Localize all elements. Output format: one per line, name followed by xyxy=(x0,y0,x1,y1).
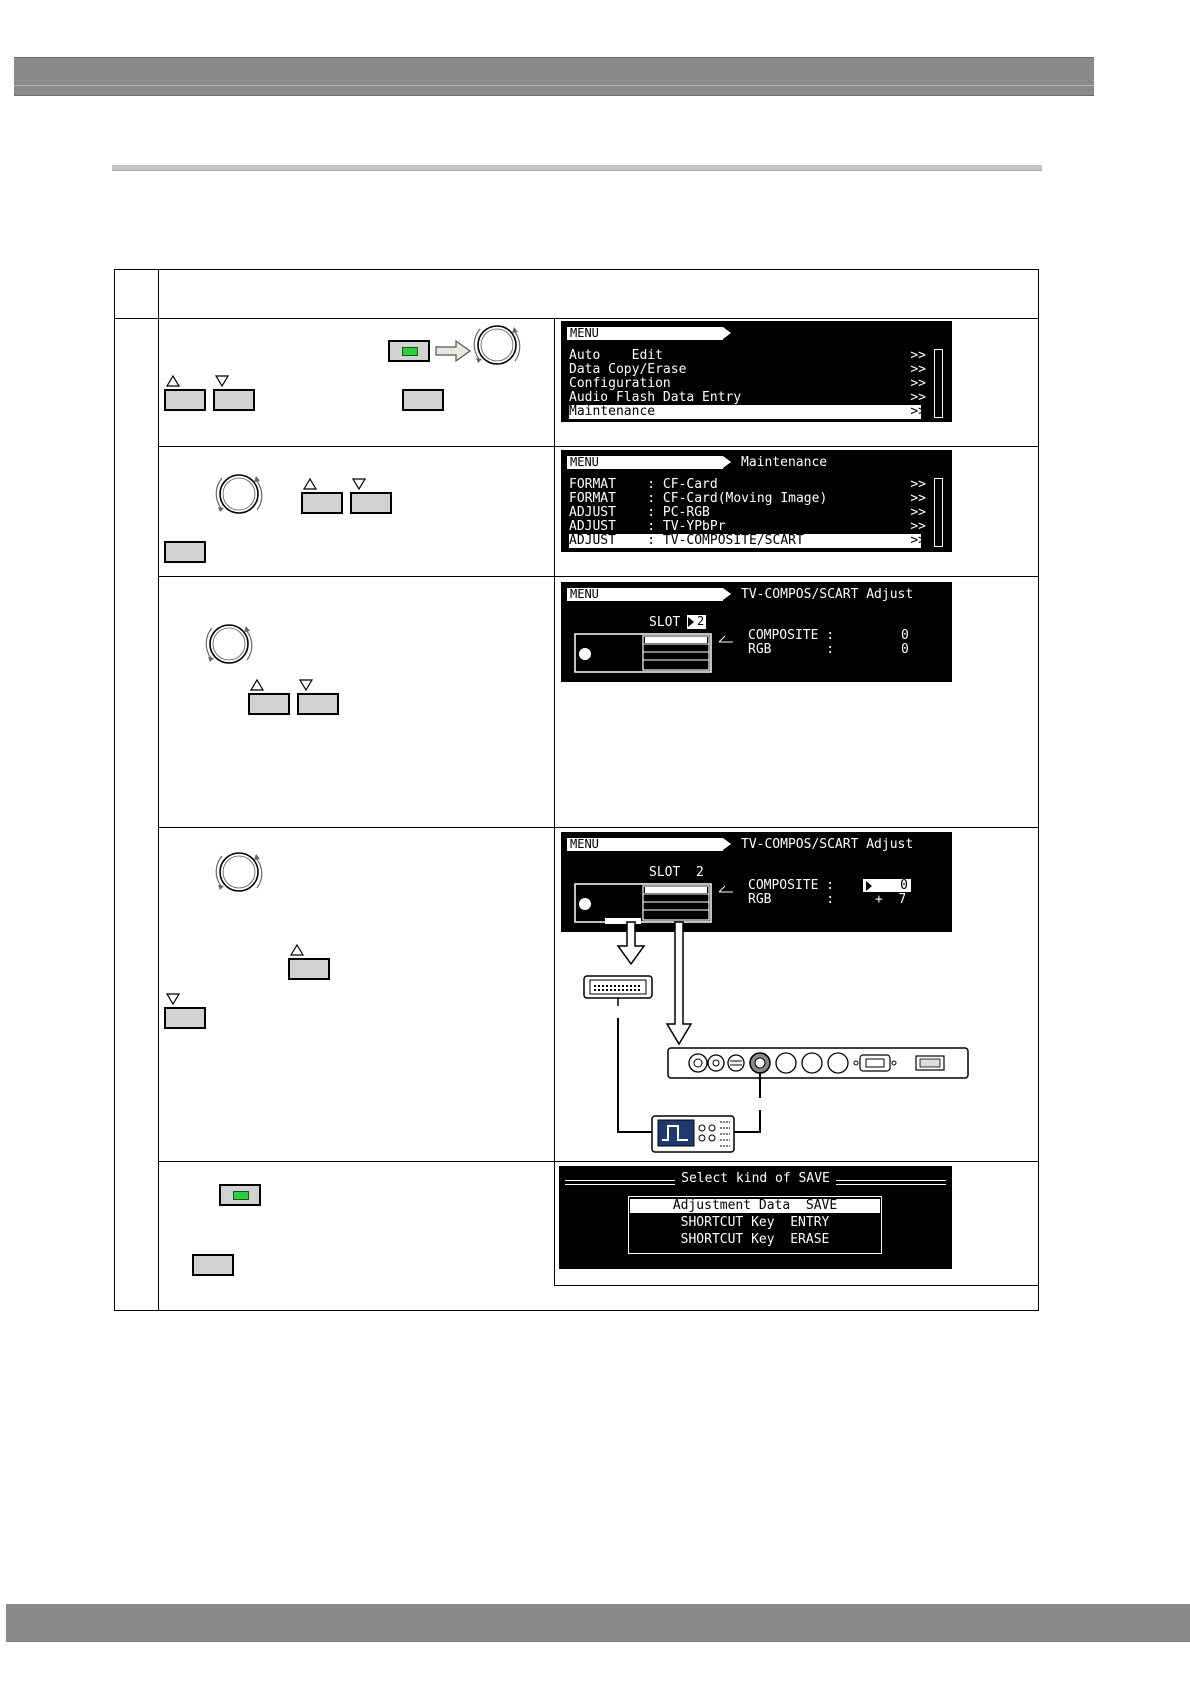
lcd-maintenance-menu: MENU Maintenance FORMAT : CF-Card FORMAT… xyxy=(561,450,952,552)
scrollbar xyxy=(934,349,943,418)
menu-row: FORMAT : CF-Card xyxy=(569,477,718,492)
menu-header: MENU xyxy=(567,327,731,340)
save-option-selected[interactable]: Adjustment Data SAVE xyxy=(630,1199,880,1213)
menu-row: ADJUST : PC-RGB xyxy=(569,505,710,520)
menu-row: Configuration xyxy=(569,376,671,391)
composite-label: COMPOSITE : xyxy=(748,628,835,643)
scrollbar xyxy=(934,478,943,547)
menu-key[interactable] xyxy=(219,1184,261,1206)
table-row-divider xyxy=(158,576,1039,577)
composite-label: COMPOSITE : xyxy=(748,878,835,893)
table-row-divider xyxy=(554,1285,1039,1286)
set-key[interactable] xyxy=(402,389,444,411)
rotary-knob-icon[interactable] xyxy=(213,468,265,520)
table-screen-divider xyxy=(554,318,555,1285)
submenu-arrow: >> xyxy=(910,404,926,419)
up-arrow-icon xyxy=(166,375,180,387)
composite-value-cursor: 0 xyxy=(863,879,911,892)
submenu-arrow: >> xyxy=(910,505,926,520)
submenu-arrow: >> xyxy=(910,519,926,534)
down-key[interactable] xyxy=(164,1007,206,1029)
down-arrow-icon xyxy=(352,478,366,490)
up-arrow-icon xyxy=(250,679,264,691)
rgb-value: 0 xyxy=(901,642,909,657)
menu-row: Audio Flash Data Entry xyxy=(569,390,742,405)
lcd-save-dialog: Select kind of SAVE Adjustment Data SAVE… xyxy=(559,1166,952,1269)
menu-header: MENU xyxy=(567,838,731,851)
lcd-adjust-screen: MENU TV-COMPOS/SCART Adjust SLOT 2 COMPO… xyxy=(561,582,952,682)
up-key[interactable] xyxy=(288,958,330,980)
header-bar xyxy=(14,57,1094,96)
table-row-divider xyxy=(158,827,1039,828)
submenu-arrow: >> xyxy=(910,390,926,405)
down-key[interactable] xyxy=(350,492,392,514)
menu-header: MENU xyxy=(567,588,731,601)
connection-diagram xyxy=(583,921,969,1153)
set-key[interactable] xyxy=(164,541,206,563)
screen-title: Maintenance xyxy=(741,455,828,470)
submenu-arrow: >> xyxy=(910,533,926,548)
up-key[interactable] xyxy=(301,492,343,514)
slot-label: SLOT xyxy=(649,615,681,630)
save-options-box: Adjustment Data SAVE SHORTCUT Key ENTRY … xyxy=(628,1196,882,1254)
save-option[interactable]: SHORTCUT Key ERASE xyxy=(680,1232,830,1247)
table-row-divider xyxy=(158,1161,1039,1162)
menu-row: FORMAT : CF-Card(Moving Image) xyxy=(569,491,828,506)
menu-row-selected: Maintenance xyxy=(569,405,921,419)
screen-title: TV-COMPOS/SCART Adjust xyxy=(741,837,914,852)
submenu-arrow: >> xyxy=(910,362,926,377)
dialog-title-wrap: Select kind of SAVE xyxy=(561,1171,950,1186)
unit-chassis-icon xyxy=(574,883,733,924)
arrow-right-icon xyxy=(435,339,472,363)
screen-title: TV-COMPOS/SCART Adjust xyxy=(741,587,914,602)
lcd-main-menu: MENU Auto Edit Data Copy/Erase Configura… xyxy=(561,321,952,422)
menu-header: MENU xyxy=(567,456,731,469)
rotary-knob-icon[interactable] xyxy=(471,319,523,371)
slot-label: SLOT 2 xyxy=(649,865,704,880)
submenu-arrow: >> xyxy=(910,477,926,492)
submenu-arrow: >> xyxy=(910,348,926,363)
down-arrow-icon xyxy=(166,993,180,1005)
down-key[interactable] xyxy=(213,389,255,411)
table-row-divider xyxy=(114,318,1039,319)
unit-chassis-icon xyxy=(574,633,733,673)
rotary-knob-icon[interactable] xyxy=(213,846,265,898)
down-arrow-icon xyxy=(299,679,313,691)
up-key[interactable] xyxy=(164,389,206,411)
menu-row: ADJUST : TV-YPbPr xyxy=(569,519,726,534)
table-column-divider xyxy=(158,269,159,1311)
submenu-arrow: >> xyxy=(910,376,926,391)
rgb-value: + 7 xyxy=(875,892,907,907)
up-arrow-icon xyxy=(303,478,317,490)
down-key[interactable] xyxy=(297,693,339,715)
rgb-label: RGB : xyxy=(748,892,835,907)
menu-key[interactable] xyxy=(388,340,430,362)
slot-value: 2 xyxy=(687,614,707,629)
up-key[interactable] xyxy=(248,693,290,715)
menu-row-selected: ADJUST : TV-COMPOSITE/SCART xyxy=(569,534,921,548)
menu-row: Data Copy/Erase xyxy=(569,362,687,377)
up-arrow-icon xyxy=(290,944,304,956)
down-arrow-icon xyxy=(215,375,229,387)
submenu-arrow: >> xyxy=(910,491,926,506)
menu-row: Auto Edit xyxy=(569,348,663,363)
set-key[interactable] xyxy=(192,1254,234,1276)
procedure-table xyxy=(114,269,1039,1311)
composite-value: 0 xyxy=(901,628,909,643)
rotary-knob-icon[interactable] xyxy=(203,618,255,670)
save-option[interactable]: SHORTCUT Key ENTRY xyxy=(680,1215,830,1230)
lcd-adjust-screen-active: MENU TV-COMPOS/SCART Adjust SLOT 2 COMPO… xyxy=(561,832,952,932)
rgb-label: RGB : xyxy=(748,642,835,657)
table-row-divider xyxy=(158,446,1039,447)
footer-bar xyxy=(6,1604,1190,1642)
section-rule xyxy=(112,165,1042,171)
dialog-title: Select kind of SAVE xyxy=(675,1171,836,1186)
